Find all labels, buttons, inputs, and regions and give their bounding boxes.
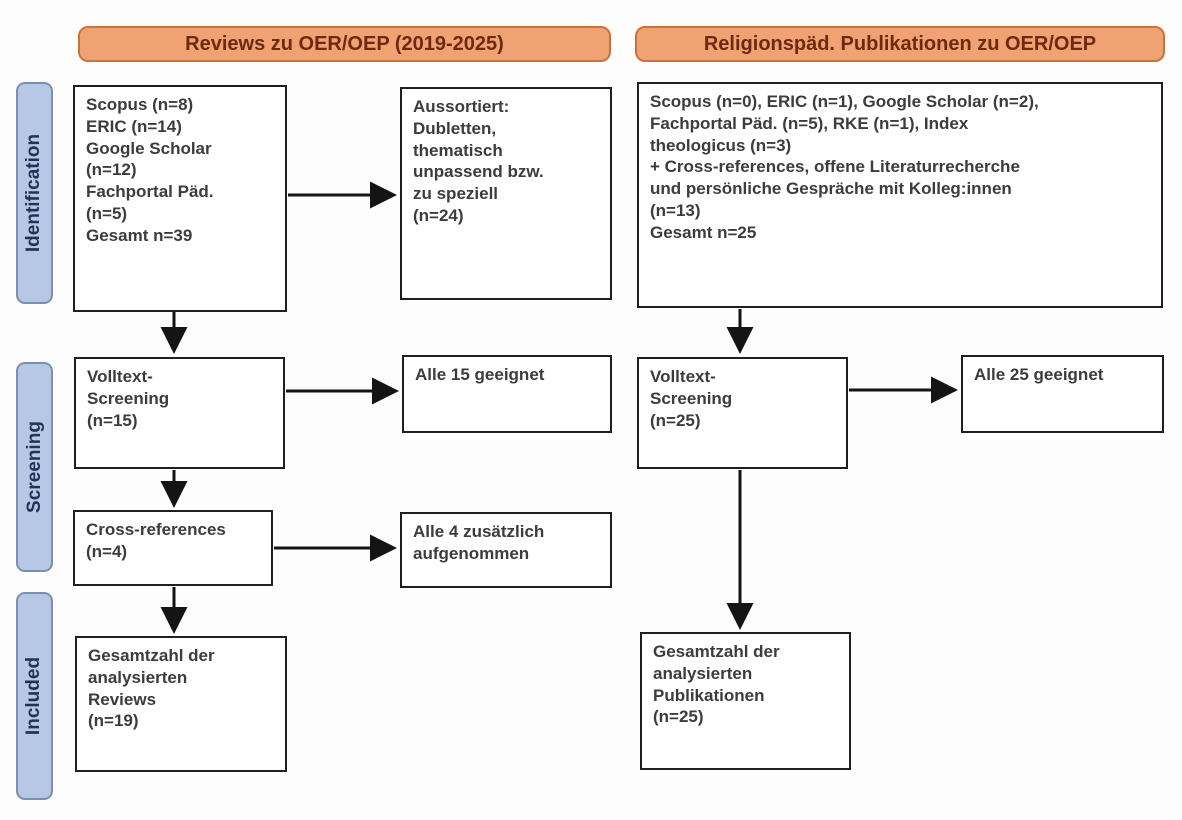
- stage-label-identification: Identification: [16, 82, 53, 304]
- box-right-included-total: Gesamtzahl der analysierten Publikatione…: [640, 632, 851, 770]
- stage-label-included: Included: [16, 592, 53, 800]
- box-right-fulltext-result: Alle 25 geeignet: [961, 355, 1164, 433]
- stage-label-identification-text: Identification: [23, 133, 45, 253]
- box-left-fulltext-result: Alle 15 geeignet: [402, 355, 612, 433]
- stage-label-included-text: Included: [23, 656, 45, 736]
- box-left-cross-references-result: Alle 4 zusätzlich aufgenommen: [400, 512, 612, 588]
- box-left-excluded: Aussortiert: Dubletten, thematisch unpas…: [400, 87, 612, 300]
- box-right-fulltext-screening: Volltext- Screening (n=25): [637, 357, 848, 469]
- column-header-religionspaed: Religionspäd. Publikationen zu OER/OEP: [635, 26, 1165, 62]
- box-left-cross-references: Cross-references (n=4): [73, 510, 273, 586]
- stage-label-screening: Screening: [16, 362, 53, 572]
- stage-label-screening-text: Screening: [23, 421, 45, 513]
- box-left-included-total: Gesamtzahl der analysierten Reviews (n=1…: [75, 636, 287, 772]
- box-left-fulltext-screening: Volltext- Screening (n=15): [74, 357, 285, 469]
- column-header-reviews: Reviews zu OER/OEP (2019-2025): [78, 26, 611, 62]
- box-left-sources: Scopus (n=8) ERIC (n=14) Google Scholar …: [73, 85, 287, 312]
- box-right-sources: Scopus (n=0), ERIC (n=1), Google Scholar…: [637, 82, 1163, 308]
